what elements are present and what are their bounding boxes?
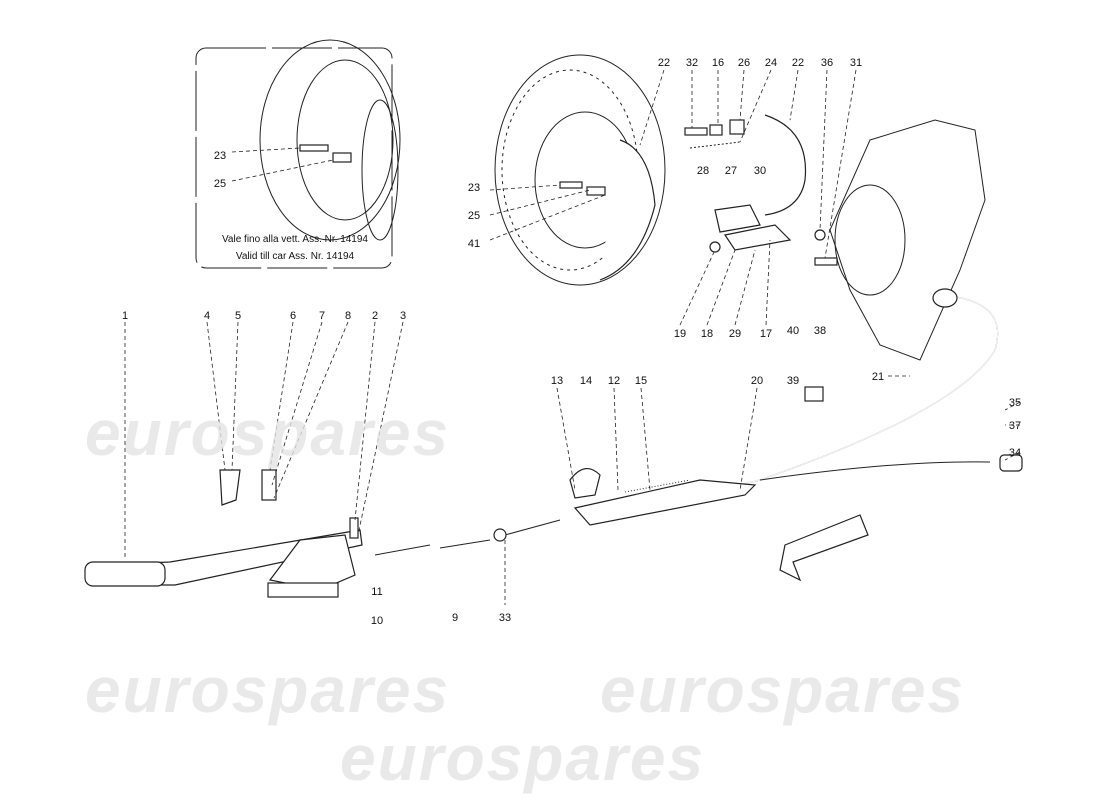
callout-label: 12 bbox=[608, 375, 620, 387]
callout-label: 13 bbox=[551, 375, 563, 387]
callout-label: 2 bbox=[372, 310, 378, 322]
callout-label: 19 bbox=[674, 328, 686, 340]
callout-label: 16 bbox=[712, 57, 724, 69]
callout-label: 31 bbox=[850, 57, 862, 69]
callout-label: 7 bbox=[319, 310, 325, 322]
callout-label: 32 bbox=[686, 57, 698, 69]
callout-label: 33 bbox=[499, 612, 511, 624]
callout-label: 15 bbox=[635, 375, 647, 387]
callout-label: 1 bbox=[122, 310, 128, 322]
watermark: eurospares bbox=[600, 654, 965, 726]
callout-label: 25 bbox=[468, 210, 480, 222]
brake-cables bbox=[569, 288, 1023, 526]
callout-label: 4 bbox=[204, 310, 210, 322]
handbrake-lever bbox=[84, 469, 561, 598]
callout-label: 11 bbox=[371, 586, 382, 598]
callout-label: 3 bbox=[400, 310, 406, 322]
callout-label: 21 bbox=[872, 371, 884, 383]
brake-disc bbox=[494, 54, 666, 286]
callout-label: 8 bbox=[345, 310, 351, 322]
callout-label: 18 bbox=[701, 328, 713, 340]
callout-label: 9 bbox=[452, 612, 458, 624]
inset-caption-english: Valid till car Ass. Nr. 14194 bbox=[236, 251, 355, 262]
callout-labels: 22 32 16 26 24 22 36 31 23 25 41 28 27 3… bbox=[122, 57, 1021, 627]
callout-label: 29 bbox=[729, 328, 741, 340]
inset-detail: 23 25 Vale fino alla vett. Ass. Nr. 1419… bbox=[195, 39, 401, 269]
callout-label: 20 bbox=[751, 375, 763, 387]
callout-label: 23 bbox=[468, 182, 480, 194]
callout-label: 36 bbox=[821, 57, 833, 69]
callout-label: 27 bbox=[725, 165, 737, 177]
callout-label: 38 bbox=[814, 325, 826, 337]
callout-label: 24 bbox=[765, 57, 777, 69]
callout-label: 39 bbox=[787, 375, 799, 387]
callout-label: 17 bbox=[760, 328, 772, 340]
watermark: eurospares bbox=[85, 654, 450, 726]
callout-label: 34 bbox=[1009, 447, 1021, 459]
brake-shoe bbox=[764, 114, 807, 216]
callout-label: 14 bbox=[580, 375, 592, 387]
callout-label: 6 bbox=[290, 310, 296, 322]
callout-label: 5 bbox=[235, 310, 241, 322]
callout-label: 35 bbox=[1009, 397, 1021, 409]
callout-label: 40 bbox=[787, 325, 799, 337]
callout-label: 26 bbox=[738, 57, 750, 69]
callout-label: 28 bbox=[697, 165, 709, 177]
callout-label: 25 bbox=[214, 178, 226, 190]
callout-label: 37 bbox=[1009, 420, 1021, 432]
watermark: eurospares bbox=[340, 722, 705, 794]
callout-label: 30 bbox=[754, 165, 766, 177]
direction-arrow-icon bbox=[779, 514, 869, 582]
callout-label: 10 bbox=[371, 615, 383, 627]
adjuster-parts bbox=[684, 119, 838, 266]
callout-label: 23 bbox=[214, 150, 226, 162]
callout-label: 22 bbox=[658, 57, 670, 69]
hub-carrier bbox=[829, 119, 986, 361]
leader-lines bbox=[124, 69, 1021, 605]
callout-label: 41 bbox=[468, 238, 480, 250]
callout-label: 22 bbox=[792, 57, 804, 69]
inset-caption-italian: Vale fino alla vett. Ass. Nr. 14194 bbox=[222, 234, 368, 245]
watermark: eurospares bbox=[85, 397, 450, 469]
